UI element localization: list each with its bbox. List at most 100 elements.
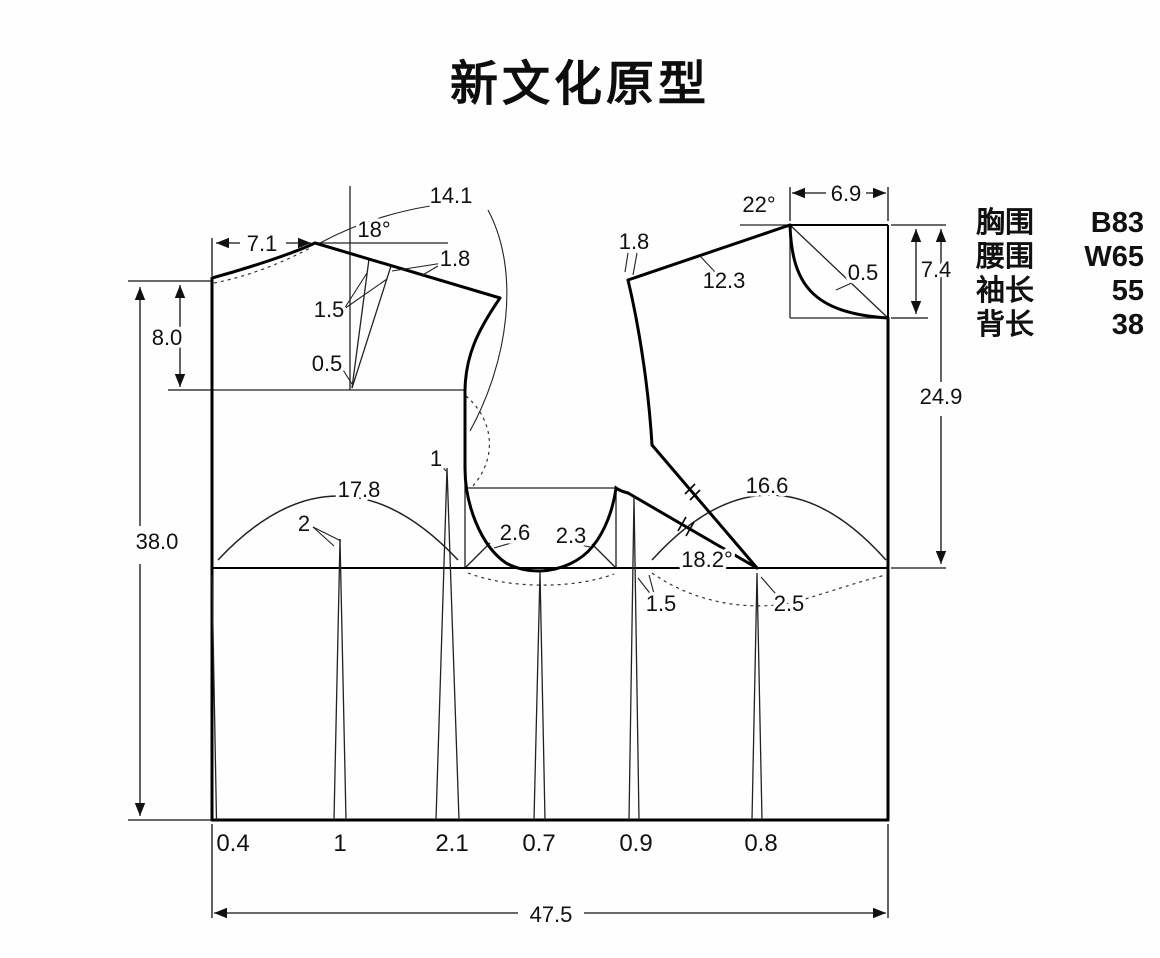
back-waist-dart xyxy=(333,538,347,821)
front-neck-curve xyxy=(788,223,890,320)
shoulder-dart-drop-label: 0.5 xyxy=(312,351,343,376)
front-shoulder-angle-label: 22° xyxy=(742,192,775,217)
front-waist-guide-label: 1.5 xyxy=(646,591,677,616)
front-waist-dart xyxy=(751,572,763,821)
back-length-label: 38.0 xyxy=(136,529,179,554)
back-dart-offset-label: 2 xyxy=(298,511,310,536)
armhole-dotted-loop xyxy=(465,395,491,488)
leader-lines xyxy=(312,205,855,602)
front-shoulder-width-label: 12.3 xyxy=(703,268,746,293)
back-shoulder-guide-label: 1.8 xyxy=(440,246,471,271)
waist-darts xyxy=(211,467,763,821)
front-bisector-leader xyxy=(575,543,591,548)
back-dart-offset-leader xyxy=(312,526,342,542)
side-dart-width-label: 0.7 xyxy=(522,830,555,857)
front-armhole-guide-label: 1.8 xyxy=(619,229,650,254)
front-waist-guide-leader xyxy=(648,574,657,602)
back-underarm-bisector-line xyxy=(464,542,491,569)
back-shoulder-guide-leader xyxy=(420,262,444,277)
front-dart-width-label: 0.8 xyxy=(744,830,777,857)
front-neck-diagonal xyxy=(789,224,889,319)
page-title: 新文化原型 xyxy=(449,58,710,111)
front-armhole-guide-leader xyxy=(624,252,629,273)
front-armhole-upper-curve xyxy=(626,278,654,447)
waist-dart-labels: 0.4 1 2.1 0.7 0.9 0.8 xyxy=(213,827,781,861)
pattern-width-label: 47.5 xyxy=(530,902,573,927)
underarm-dotted-curve xyxy=(467,572,615,586)
size-legend: 胸围 B83 腰围 W65 袖长 55 背长 38 xyxy=(976,206,1144,342)
shoulder-width-leader xyxy=(319,205,431,244)
front-neck-bisector-label: 0.5 xyxy=(848,260,879,285)
bust-dart-lower-leg xyxy=(626,491,759,570)
back-shoulder-angle-label: 18° xyxy=(357,217,390,242)
shoulder-dart-drop-leader xyxy=(337,361,353,385)
front-underarm-bisector-line xyxy=(591,543,617,569)
bust-dart-upper-leg xyxy=(650,443,759,570)
back-shoulder-width-label: 14.1 xyxy=(430,183,473,208)
front-bisector-label: 2.3 xyxy=(556,523,587,548)
legend-label-sleeve: 袖长 xyxy=(976,275,1035,307)
legend-label-bust: 胸围 xyxy=(976,207,1035,239)
dart-tick-marks xyxy=(677,483,701,537)
front-length-label: 24.9 xyxy=(920,384,963,409)
side-waist-guide-leader xyxy=(760,576,783,602)
construction-lines xyxy=(212,186,889,569)
armhole-leader-arc xyxy=(469,209,508,432)
back-shoulder-line xyxy=(313,241,502,300)
armhole-guide-label: 1 xyxy=(430,446,442,471)
legend-label-back-length: 背长 xyxy=(976,309,1035,341)
back-bisector-label: 2.6 xyxy=(500,520,531,545)
cb-intake-label: 0.4 xyxy=(216,830,249,857)
tick-mark xyxy=(677,516,687,532)
back-armhole-curve xyxy=(463,296,630,573)
legend-value-bust: B83 xyxy=(1090,207,1144,239)
front-shoulder-line xyxy=(626,223,792,282)
front-waist-dotted-curve xyxy=(651,572,887,607)
legend-row-sleeve: 袖长 55 xyxy=(976,274,1144,308)
front-neck-depth-label: 7.4 xyxy=(921,257,952,282)
back-side-waist-dart xyxy=(435,467,460,821)
side-waist-guide-label: 2.5 xyxy=(774,591,805,616)
front-armhole-guide-leader xyxy=(632,252,638,276)
legend-value-sleeve: 55 xyxy=(1111,275,1144,307)
front-side-waist-dart xyxy=(628,496,640,821)
shoulder-dart-leg-2 xyxy=(351,265,392,389)
shoulder-dart-leg-1 xyxy=(351,258,370,389)
tick-mark xyxy=(684,483,696,495)
legend-label-waist: 腰围 xyxy=(976,241,1035,273)
front-armhole-arc-label: 16.6 xyxy=(746,473,789,498)
legend-row-back-length: 背长 38 xyxy=(976,308,1144,342)
measurement-labels: 38.0 8.0 7.1 18° 14.1 1.8 1.5 0.5 17.8 2… xyxy=(132,178,966,931)
front-armhole-arc-curve xyxy=(651,494,887,561)
back-armhole-arc-label: 17.8 xyxy=(338,477,381,502)
back-armhole-arc-curve xyxy=(217,495,459,561)
shoulder-dart-width-leader xyxy=(343,278,388,310)
armhole-guide-leader xyxy=(437,461,447,472)
back-dart-width-label: 1 xyxy=(333,830,346,857)
side-seam-dart xyxy=(533,571,546,821)
shoulder-dart-width-label: 1.5 xyxy=(314,297,345,322)
shoulder-dart-width-leader xyxy=(343,272,368,310)
legend-row-waist: 腰围 W65 xyxy=(976,240,1144,274)
front-neck-width-label: 6.9 xyxy=(831,181,862,206)
legend-value-back-length: 38 xyxy=(1111,309,1144,341)
dotted-guides xyxy=(213,246,887,607)
tick-mark xyxy=(685,521,695,537)
bust-dart-angle-label: 18.2° xyxy=(681,547,733,572)
back-dart-offset-leader xyxy=(312,526,335,547)
back-side-dart-width-label: 2.1 xyxy=(435,830,468,857)
front-shoulder-width-leader xyxy=(699,255,716,273)
back-neck-width-label: 7.1 xyxy=(247,231,278,256)
legend-value-waist: W65 xyxy=(1084,241,1144,273)
dimension-lines xyxy=(128,187,947,919)
back-bisector-leader xyxy=(493,540,519,549)
back-shoulder-guide-leader xyxy=(391,262,444,272)
front-waist-guide-leader xyxy=(637,577,657,602)
front-side-dart-width-label: 0.9 xyxy=(619,830,652,857)
legend-row-bust: 胸围 B83 xyxy=(976,206,1144,240)
back-neck-rise-label: 8.0 xyxy=(152,325,183,350)
cb-waist-intake xyxy=(211,574,218,821)
front-neck-bisector-leader xyxy=(835,281,855,291)
